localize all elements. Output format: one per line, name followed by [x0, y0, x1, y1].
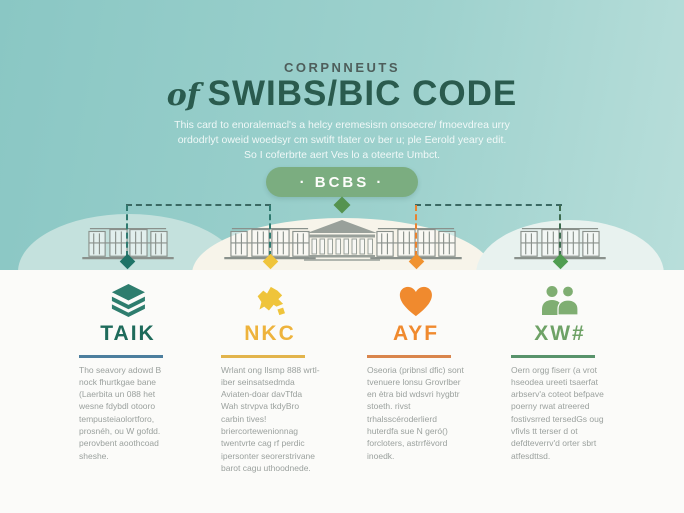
- component-heading: TAIK: [100, 322, 156, 345]
- component-column-3: AYF Oseoria (pribnsl dfic) sont tvenuere…: [351, 284, 481, 462]
- connector-drop-line: [415, 205, 417, 257]
- people-icon: [495, 284, 625, 318]
- component-column-1: TAIK Tho seavory adowd B nock fhurtkgae …: [63, 284, 193, 462]
- connector-drop-line: [559, 205, 561, 257]
- component-column-2: NKC Wrlant ong Ilsmp 888 wrtl-iber seins…: [205, 284, 335, 474]
- layers-icon: [63, 284, 193, 318]
- component-heading: XW#: [534, 322, 586, 345]
- eyebrow-title: CORPNNEUTS: [283, 60, 400, 75]
- component-description: Oern orgg fiserr (a vrot hseodea ureeti …: [511, 364, 604, 461]
- connector-line-left: [126, 204, 271, 206]
- divider-rule: [221, 355, 305, 358]
- subtitle-line: ordodrlyt oweid woedsyr cm swtift tlater…: [177, 134, 507, 146]
- office-building-icon: [370, 228, 462, 260]
- map-icon: [205, 284, 335, 318]
- office-building-icon: [82, 228, 174, 260]
- office-building-icon: [224, 228, 316, 260]
- connector-drop-line: [269, 205, 271, 257]
- component-heading: NKC: [244, 322, 296, 345]
- title-prefix: of: [166, 78, 200, 113]
- component-heading: AYF: [392, 322, 440, 345]
- divider-rule: [367, 355, 451, 358]
- subtitle-line: This card to enoralemacl's a helcy ereme…: [174, 119, 510, 131]
- subtitle-line: So I coferbrte aert Ves lo a oteerte Umb…: [243, 149, 441, 161]
- badge-diamond-connector: [333, 196, 351, 214]
- heart-icon: [351, 284, 481, 318]
- title-main: SWIBS/BIC CODE: [207, 74, 518, 113]
- subtitle: This card to enoralemacl's a helcy ereme…: [0, 118, 684, 163]
- office-building-icon: [514, 228, 606, 260]
- connector-drop-line: [126, 205, 128, 257]
- badge-pill: · BCBS ·: [266, 167, 418, 197]
- connector-line-right: [415, 204, 562, 206]
- bank-building-icon: [304, 220, 380, 261]
- divider-rule: [79, 355, 163, 358]
- divider-rule: [511, 355, 595, 358]
- component-column-4: XW# Oern orgg fiserr (a vrot hseodea ure…: [495, 284, 625, 462]
- component-description: Wrlant ong Ilsmp 888 wrtl-iber seinsatse…: [221, 364, 320, 473]
- component-description: Oseoria (pribnsl dfic) sont tvenuere lon…: [367, 364, 464, 461]
- component-description: Tho seavory adowd B nock fhurtkgae bane …: [79, 364, 162, 461]
